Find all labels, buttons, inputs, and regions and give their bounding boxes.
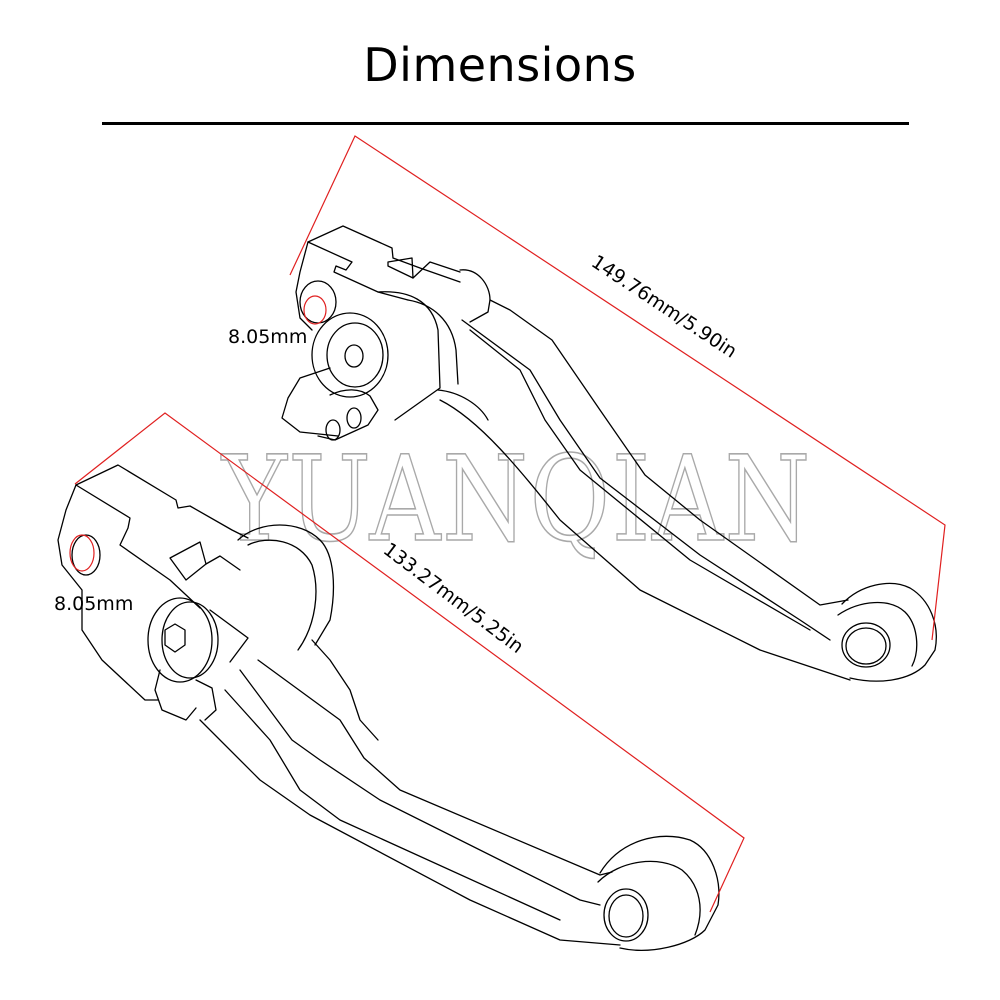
lower-lever-drawing <box>57 464 720 951</box>
upper-length-label: 149.76mm/5.90in <box>587 251 741 363</box>
upper-dimension-lines <box>289 135 946 641</box>
page-title: Dimensions <box>363 38 637 92</box>
upper-hole-label: 8.05mm <box>228 326 307 348</box>
upper-lever-drawing <box>281 225 937 682</box>
lower-hole-label: 8.05mm <box>54 593 133 615</box>
watermark-text: YUANQIAN <box>220 430 812 568</box>
lower-dimension-lines <box>69 412 745 913</box>
title-divider <box>102 122 909 125</box>
